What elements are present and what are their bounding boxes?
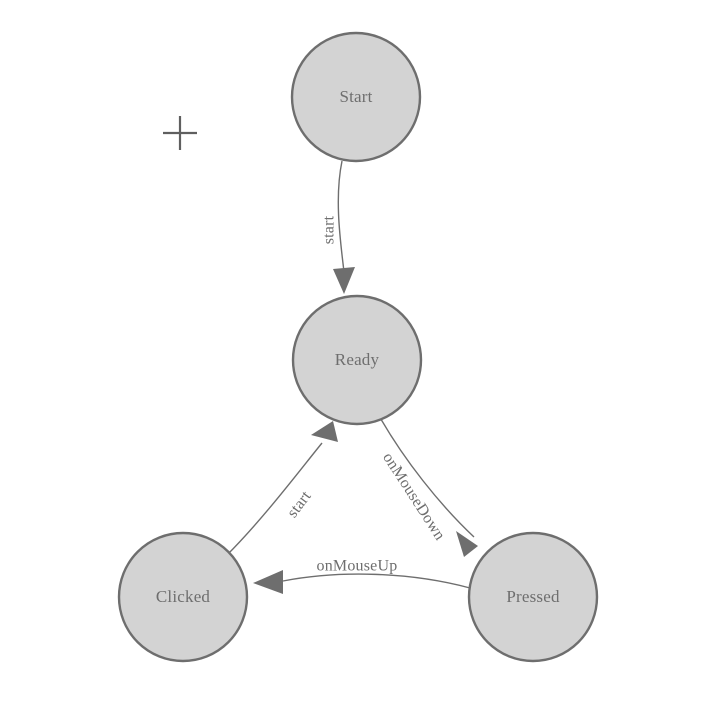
arrowhead-ready-top <box>333 267 355 294</box>
node-ready-circle[interactable] <box>291 294 423 426</box>
edge-pressed-to-clicked[interactable]: onMouseUp <box>253 558 471 594</box>
node-pressed-circle[interactable] <box>467 531 599 663</box>
node-ready-label: Ready <box>335 350 380 369</box>
edge-start-to-ready[interactable]: start <box>321 160 355 294</box>
node-clicked-label: Clicked <box>156 587 211 606</box>
plus-icon <box>163 116 197 150</box>
node-start[interactable]: Start <box>290 31 422 163</box>
node-start-label: Start <box>339 87 372 106</box>
arrowhead-ready-bottomleft <box>311 421 338 442</box>
arrowhead-clicked-right <box>253 570 283 594</box>
edge-clicked-to-ready[interactable]: start <box>225 421 338 557</box>
node-pressed-label: Pressed <box>506 587 560 606</box>
edge-label-ready-to-pressed: onMouseDown <box>379 450 448 544</box>
node-start-circle[interactable] <box>290 31 422 163</box>
edge-ready-to-pressed[interactable]: onMouseDown <box>377 413 478 557</box>
arrowhead-pressed-topleft <box>456 531 478 557</box>
node-ready[interactable]: Ready <box>291 294 423 426</box>
node-clicked-circle[interactable] <box>117 531 249 663</box>
node-pressed[interactable]: Pressed <box>467 531 599 663</box>
edge-label-clicked-to-ready: start <box>284 488 315 521</box>
node-clicked[interactable]: Clicked <box>117 531 249 663</box>
edge-label-start-to-ready: start <box>321 215 338 244</box>
edge-label-pressed-to-clicked: onMouseUp <box>317 558 398 575</box>
